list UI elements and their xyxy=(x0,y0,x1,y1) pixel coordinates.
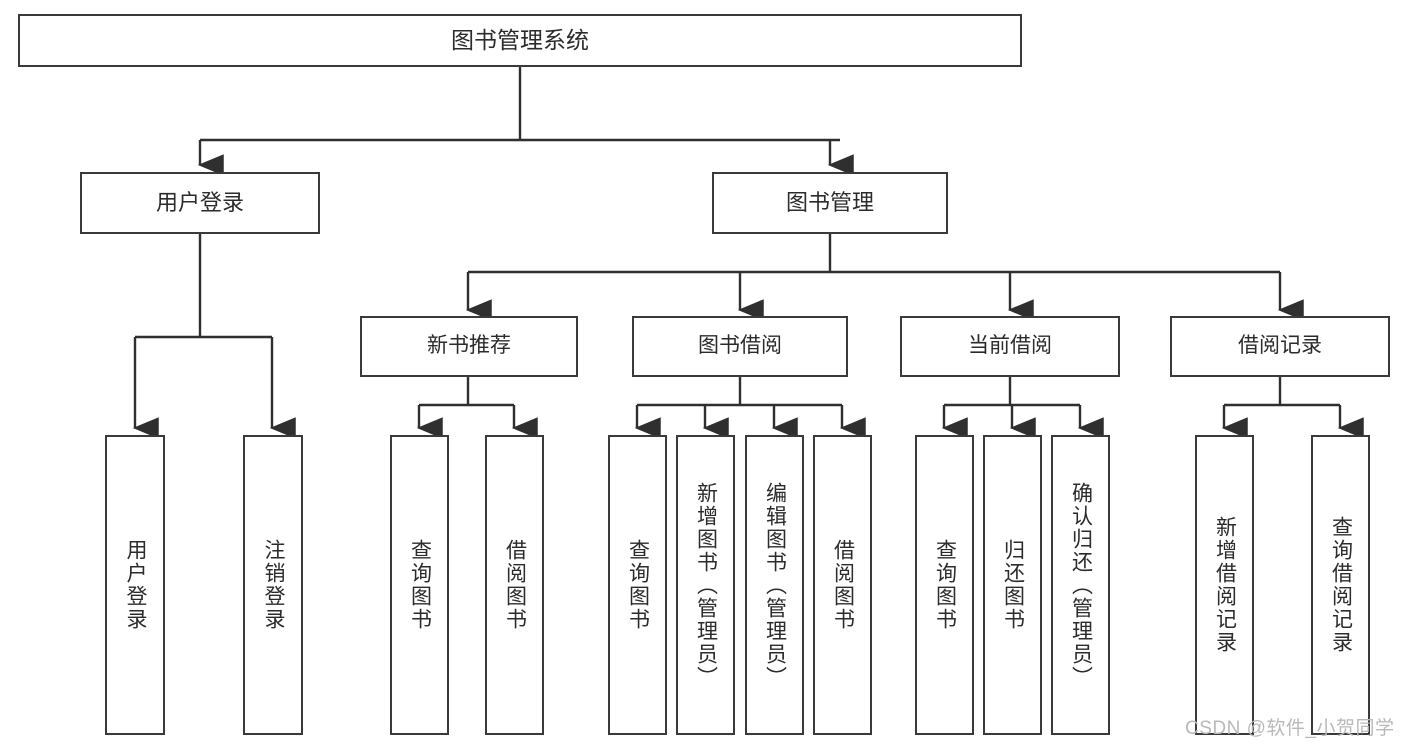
node-label: 注销登录 xyxy=(262,539,286,631)
node-label: 新增借阅记录 xyxy=(1213,516,1237,654)
leaf-user-login[interactable]: 用户登录 xyxy=(105,435,165,735)
node-label: 借阅记录 xyxy=(1238,334,1322,358)
node-label: 当前借阅 xyxy=(968,334,1052,358)
node-new-book-recommend[interactable]: 新书推荐 xyxy=(360,316,578,377)
node-label: 借阅图书 xyxy=(831,539,855,631)
node-label: 用户登录 xyxy=(155,190,244,216)
node-current-borrow[interactable]: 当前借阅 xyxy=(900,316,1120,377)
node-book-borrow[interactable]: 图书借阅 xyxy=(632,316,848,377)
node-label: 查询借阅记录 xyxy=(1329,516,1353,654)
node-label: 图书管理 xyxy=(785,190,874,216)
leaf-logout-login[interactable]: 注销登录 xyxy=(243,435,303,735)
csdn-watermark: CSDN @软件_小贺同学 xyxy=(1185,718,1395,739)
leaf-query-book-recommend[interactable]: 查询图书 xyxy=(390,435,449,735)
node-root-system[interactable]: 图书管理系统 xyxy=(18,14,1022,67)
leaf-borrow-book-recommend[interactable]: 借阅图书 xyxy=(485,435,544,735)
node-label: 借阅图书 xyxy=(503,539,527,631)
leaf-add-book-admin[interactable]: 新增图书（管理员） xyxy=(676,435,735,735)
node-label: 图书借阅 xyxy=(698,334,782,358)
node-label: 图书管理系统 xyxy=(451,27,589,54)
leaf-borrow-book[interactable]: 借阅图书 xyxy=(813,435,872,735)
leaf-edit-book-admin[interactable]: 编辑图书（管理员） xyxy=(745,435,804,735)
node-book-management[interactable]: 图书管理 xyxy=(712,172,948,234)
node-label: 查询图书 xyxy=(933,539,957,631)
node-label: 查询图书 xyxy=(408,539,432,631)
node-borrow-record[interactable]: 借阅记录 xyxy=(1170,316,1390,377)
leaf-query-book-borrow[interactable]: 查询图书 xyxy=(608,435,667,735)
node-label: 查询图书 xyxy=(626,539,650,631)
leaf-query-borrow-record[interactable]: 查询借阅记录 xyxy=(1311,435,1370,735)
node-label: 编辑图书（管理员） xyxy=(763,481,787,689)
node-label: 用户登录 xyxy=(124,539,148,631)
node-label: 新书推荐 xyxy=(427,334,511,358)
node-label: 新增图书（管理员） xyxy=(694,481,718,689)
leaf-query-book-current[interactable]: 查询图书 xyxy=(915,435,974,735)
leaf-return-book[interactable]: 归还图书 xyxy=(983,435,1042,735)
node-user-login[interactable]: 用户登录 xyxy=(80,172,320,234)
leaf-confirm-return-admin[interactable]: 确认归还（管理员） xyxy=(1051,435,1110,735)
leaf-add-borrow-record[interactable]: 新增借阅记录 xyxy=(1195,435,1254,735)
node-label: 归还图书 xyxy=(1001,539,1025,631)
node-label: 确认归还（管理员） xyxy=(1069,481,1093,689)
